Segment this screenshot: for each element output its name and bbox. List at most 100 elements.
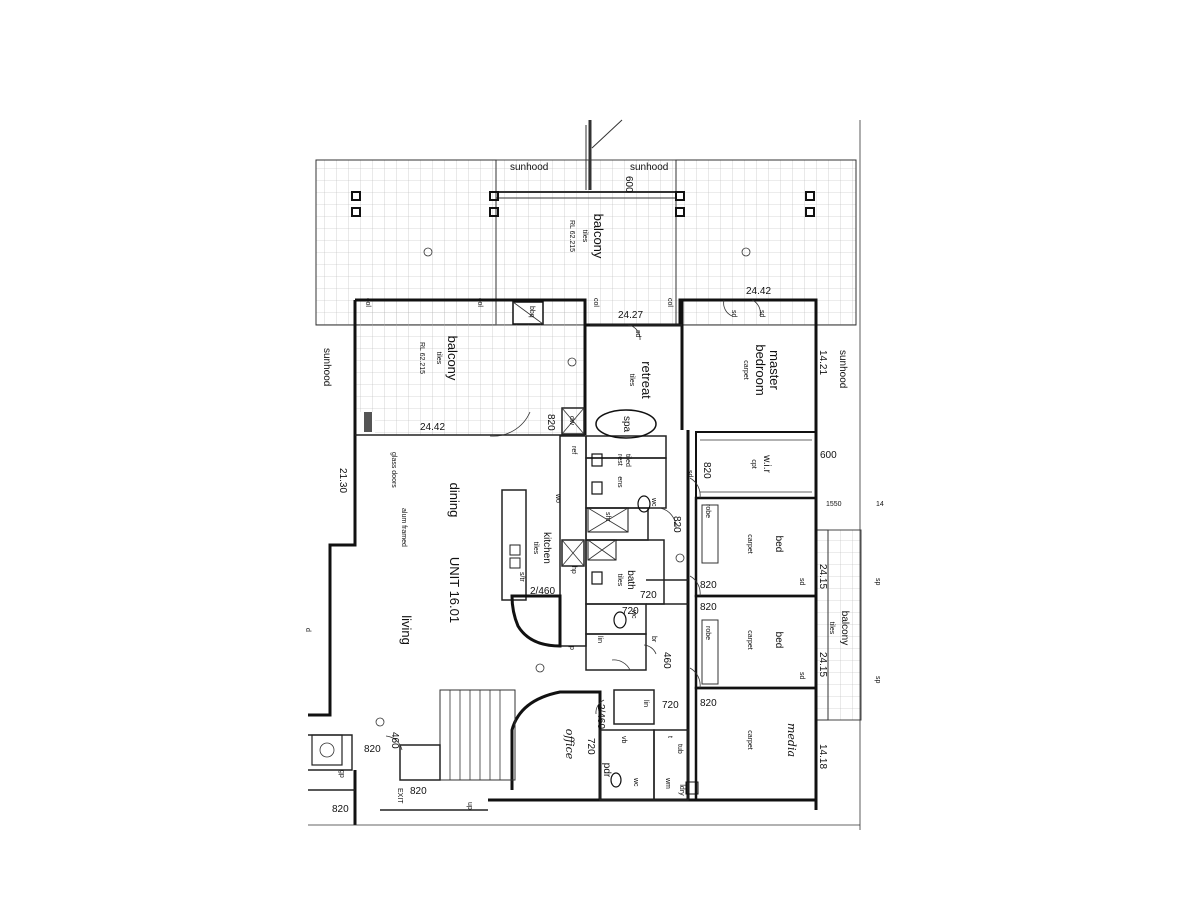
- label-balcony-top-rl: RL 62.215: [568, 220, 575, 252]
- dim-21-30: 21.30: [337, 468, 348, 493]
- label-br: br: [650, 636, 657, 643]
- dim-24-27: 24.27: [618, 310, 643, 321]
- dim-14: 14: [876, 501, 884, 508]
- dimension-labels: 600 600 24.42 24.42 24.27 14.21 21.30 82…: [332, 176, 884, 815]
- label-bbq: bbq: [528, 306, 535, 318]
- label-sd-5: sd: [798, 578, 805, 586]
- label-sd-4: sd: [686, 470, 693, 478]
- dim-24-42-left: 24.42: [420, 422, 445, 433]
- interior-walls: [311, 300, 818, 802]
- label-kitchen: kitchen: [541, 532, 552, 564]
- basin-2: [591, 481, 603, 495]
- label-balcony-right-finish: tiles: [828, 622, 835, 635]
- toilet-bath: [613, 611, 627, 629]
- label-sunhood-3: sunhood: [321, 348, 332, 386]
- dim-720-d: 720: [585, 738, 596, 755]
- label-hp: hp: [570, 566, 577, 574]
- label-balcony-top: balcony: [591, 214, 606, 259]
- label-sink: s/tr: [518, 572, 525, 582]
- dim-720-b: 720: [622, 606, 639, 617]
- label-dw: dw: [568, 416, 575, 426]
- shower-ens: [587, 507, 629, 533]
- basin-3: [591, 571, 603, 585]
- label-living: living: [399, 615, 414, 645]
- label-col-3: col: [592, 298, 599, 307]
- label-lin-2: lin: [642, 700, 649, 707]
- dim-14-21: 14.21: [817, 350, 828, 375]
- label-wir: w.i.r: [761, 454, 772, 473]
- dim-14-18: 14.18: [817, 744, 828, 769]
- label-pdr: pdr: [601, 763, 612, 778]
- label-wo: wo: [554, 493, 561, 503]
- label-balcony-left: balcony: [445, 336, 460, 381]
- label-sd-2: sd: [758, 310, 765, 318]
- label-balcony-right: balcony: [839, 611, 850, 645]
- dim-820-g: 820: [364, 744, 381, 755]
- dim-720-a: 720: [640, 590, 657, 601]
- label-wir-finish: cpt: [750, 459, 757, 468]
- label-glass-doors: glass doors: [390, 452, 397, 488]
- label-master-2: bedroom: [753, 344, 768, 395]
- label-bath: bath: [625, 570, 636, 589]
- label-sunhood-1: sunhood: [510, 162, 548, 173]
- label-lin-1: lin: [596, 636, 603, 643]
- label-tub: tub: [676, 744, 683, 754]
- label-bed-1-finish: carpet: [746, 534, 753, 554]
- dim-2-460-b: 2/460: [595, 704, 606, 729]
- label-rest: rest: [616, 454, 623, 466]
- doors: [385, 299, 761, 751]
- label-unit: UNIT 16.01: [447, 557, 462, 623]
- toilet-ens: [637, 495, 651, 513]
- dim-460-b: 460: [389, 732, 400, 749]
- label-sd-1: sd: [730, 310, 737, 318]
- label-bath-finish: tiles: [616, 574, 623, 587]
- balcony-right: [815, 529, 862, 721]
- dim-820-c: 820: [671, 516, 682, 533]
- label-sp-2: sp: [874, 676, 881, 684]
- label-col-4: col: [666, 298, 673, 307]
- dim-720-c: 720: [662, 700, 679, 711]
- label-kitchen-finish: tiles: [532, 542, 539, 555]
- balcony-top: [315, 119, 857, 326]
- label-spa: spa: [621, 416, 632, 433]
- dim-820-b: 820: [701, 462, 712, 479]
- label-t: t: [666, 736, 673, 738]
- label-ref: ref: [570, 446, 577, 454]
- label-wc-3: wc: [632, 777, 639, 787]
- label-alum-framed: alum framed: [400, 508, 407, 547]
- label-wc-2: wc: [630, 609, 637, 619]
- label-robe-2: robe: [704, 626, 711, 640]
- label-sunhood-4: sunhood: [837, 350, 848, 388]
- label-media: media: [785, 723, 798, 757]
- label-tiled: tiled: [624, 454, 631, 467]
- fixtures: [375, 409, 699, 795]
- balcony-left: [355, 300, 585, 437]
- label-robe-1: robe: [704, 504, 711, 518]
- dim-460-a: 460: [661, 652, 672, 669]
- basin-1: [591, 453, 603, 467]
- label-sunhood-2: sunhood: [630, 162, 668, 173]
- label-p: p: [568, 646, 575, 650]
- label-sd-3: sd: [634, 330, 641, 338]
- label-sd-6: sd: [798, 672, 805, 680]
- label-balcony-top-finish: tiles: [581, 230, 588, 243]
- label-dining: dining: [447, 483, 462, 518]
- label-media-finish: carpet: [746, 730, 753, 750]
- label-wc-1: wc: [650, 497, 657, 507]
- label-bed-1: bed: [773, 536, 784, 553]
- label-bed-2-finish: carpet: [746, 630, 753, 650]
- dim-820-d: 820: [700, 580, 717, 591]
- label-retreat: retreat: [639, 361, 654, 399]
- spa-tub: [595, 409, 657, 439]
- label-shr: shr: [604, 512, 611, 522]
- dim-820-f: 820: [700, 698, 717, 709]
- label-col-1: col: [364, 298, 371, 307]
- dim-820-h: 820: [410, 786, 427, 797]
- label-retreat-finish: tiles: [628, 374, 635, 387]
- label-col-2: col: [476, 298, 483, 307]
- toilet-pdr: [610, 772, 622, 788]
- dim-600-top: 600: [623, 176, 634, 193]
- dim-24-15-a: 24.15: [817, 564, 828, 589]
- label-ens: ens: [616, 476, 623, 488]
